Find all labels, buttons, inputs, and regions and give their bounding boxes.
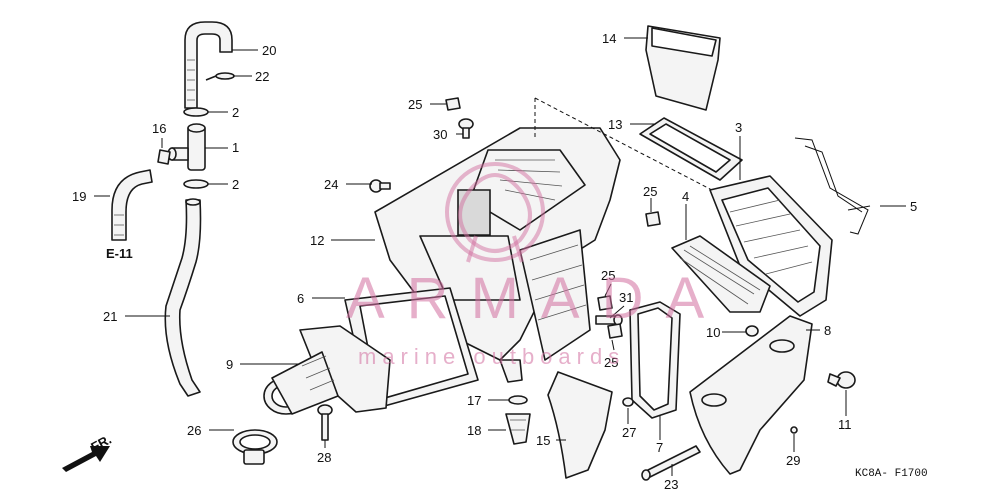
callout-22: 22 (255, 69, 269, 84)
callout-25-top: 25 (408, 97, 422, 112)
nut-25-mid (645, 211, 661, 227)
watermark: ARMADA marine outboards (346, 162, 726, 369)
nut-25-lower (607, 323, 623, 339)
callout-2a: 2 (232, 105, 239, 120)
callout-13: 13 (608, 117, 622, 132)
callout-11: 11 (838, 417, 852, 432)
bolt-24 (369, 179, 391, 193)
callout-21: 21 (103, 309, 117, 324)
breather-hose-upper (184, 21, 233, 109)
callout-14: 14 (602, 31, 616, 46)
seal-7 (629, 301, 681, 419)
duct-seal-13 (639, 117, 743, 181)
callout-30: 30 (433, 127, 447, 142)
watermark-logo (445, 162, 545, 263)
callout-16: 16 (152, 121, 166, 136)
callout-25-right: 25 (601, 268, 615, 283)
element-3 (709, 175, 833, 317)
callout-27: 27 (622, 425, 636, 440)
element-holder-4 (671, 235, 771, 313)
drain-plug-small (157, 149, 171, 165)
callout-23: 23 (664, 477, 678, 492)
watermark-tagline: marine outboards (358, 344, 625, 369)
breather-joint (167, 123, 206, 171)
breather-hose-long (164, 198, 202, 397)
drain-tube-18 (505, 413, 531, 445)
watermark-brand: ARMADA (346, 266, 726, 331)
callout-17: 17 (467, 393, 481, 408)
nut-25-right (597, 295, 613, 311)
side-cover-8 (689, 315, 813, 475)
callout-26: 26 (187, 423, 201, 438)
callout-10: 10 (706, 325, 720, 340)
clamp-lower (183, 179, 209, 189)
nut-25-top (445, 97, 461, 111)
callout-29: 29 (786, 453, 800, 468)
callout-19: 19 (72, 189, 86, 204)
callout-5: 5 (910, 199, 917, 214)
hose-clip-upper (205, 72, 235, 81)
callout-25-lower: 25 (604, 355, 618, 370)
callout-15: 15 (536, 433, 550, 448)
callout-2b: 2 (232, 177, 239, 192)
clip-17 (508, 395, 528, 405)
callout-9: 9 (226, 357, 233, 372)
wire-band-5 (794, 137, 871, 235)
callout-24: 24 (324, 177, 338, 192)
grommet-10 (745, 325, 759, 337)
bolt-30 (458, 118, 474, 139)
air-duct-14 (645, 25, 721, 111)
clip-29 (790, 426, 798, 434)
bolt-28 (317, 404, 333, 441)
callout-3: 3 (735, 120, 742, 135)
front-direction-arrow (62, 446, 110, 472)
screw-27 (622, 397, 634, 407)
callout-8: 8 (824, 323, 831, 338)
drain-hose-short (111, 169, 153, 241)
dashed-assembly-line (534, 97, 736, 203)
callout-7: 7 (656, 440, 663, 455)
callout-28: 28 (317, 450, 331, 465)
clamp-upper (183, 107, 209, 117)
screw-11 (827, 371, 856, 389)
callout-1: 1 (232, 140, 239, 155)
reference-e11: E-11 (106, 246, 133, 261)
connecting-tube (263, 325, 391, 415)
panel-15 (547, 371, 613, 479)
tube-band-26 (232, 429, 278, 465)
callout-25-mid: 25 (643, 184, 657, 199)
callout-31: 31 (619, 290, 633, 305)
callout-6: 6 (297, 291, 304, 306)
callout-12: 12 (310, 233, 324, 248)
callout-4: 4 (682, 189, 689, 204)
callout-20: 20 (262, 43, 276, 58)
bolt-23 (641, 445, 701, 481)
leader-lines (94, 37, 906, 476)
figure-code: KC8A- F1700 (855, 468, 928, 480)
callout-labels: 20 22 2 16 1 2 19 21 25 30 24 12 6 9 26 … (72, 31, 917, 492)
callout-18: 18 (467, 423, 481, 438)
